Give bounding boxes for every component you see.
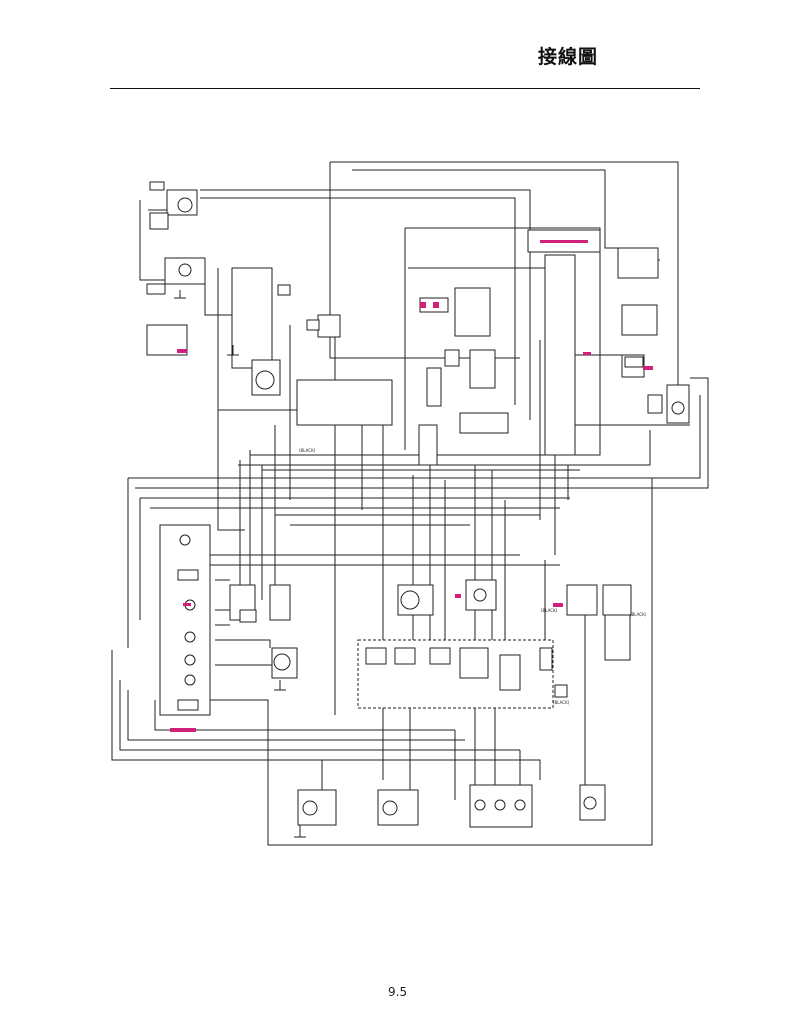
component-boxes: [146, 189, 690, 828]
connectors: [146, 181, 663, 711]
label-black-2: (BLACK): [541, 608, 558, 613]
label-black-3: (BLACK): [630, 612, 647, 617]
accent-highlights: [170, 240, 653, 732]
page-title: 接線圖: [538, 46, 599, 68]
header-rule: [110, 88, 700, 89]
ground-symbols: [174, 290, 546, 838]
label-black-4: (BLACK): [553, 700, 570, 705]
label-black-1: (BLACK): [299, 448, 316, 453]
page-number: 9.5: [388, 985, 408, 999]
